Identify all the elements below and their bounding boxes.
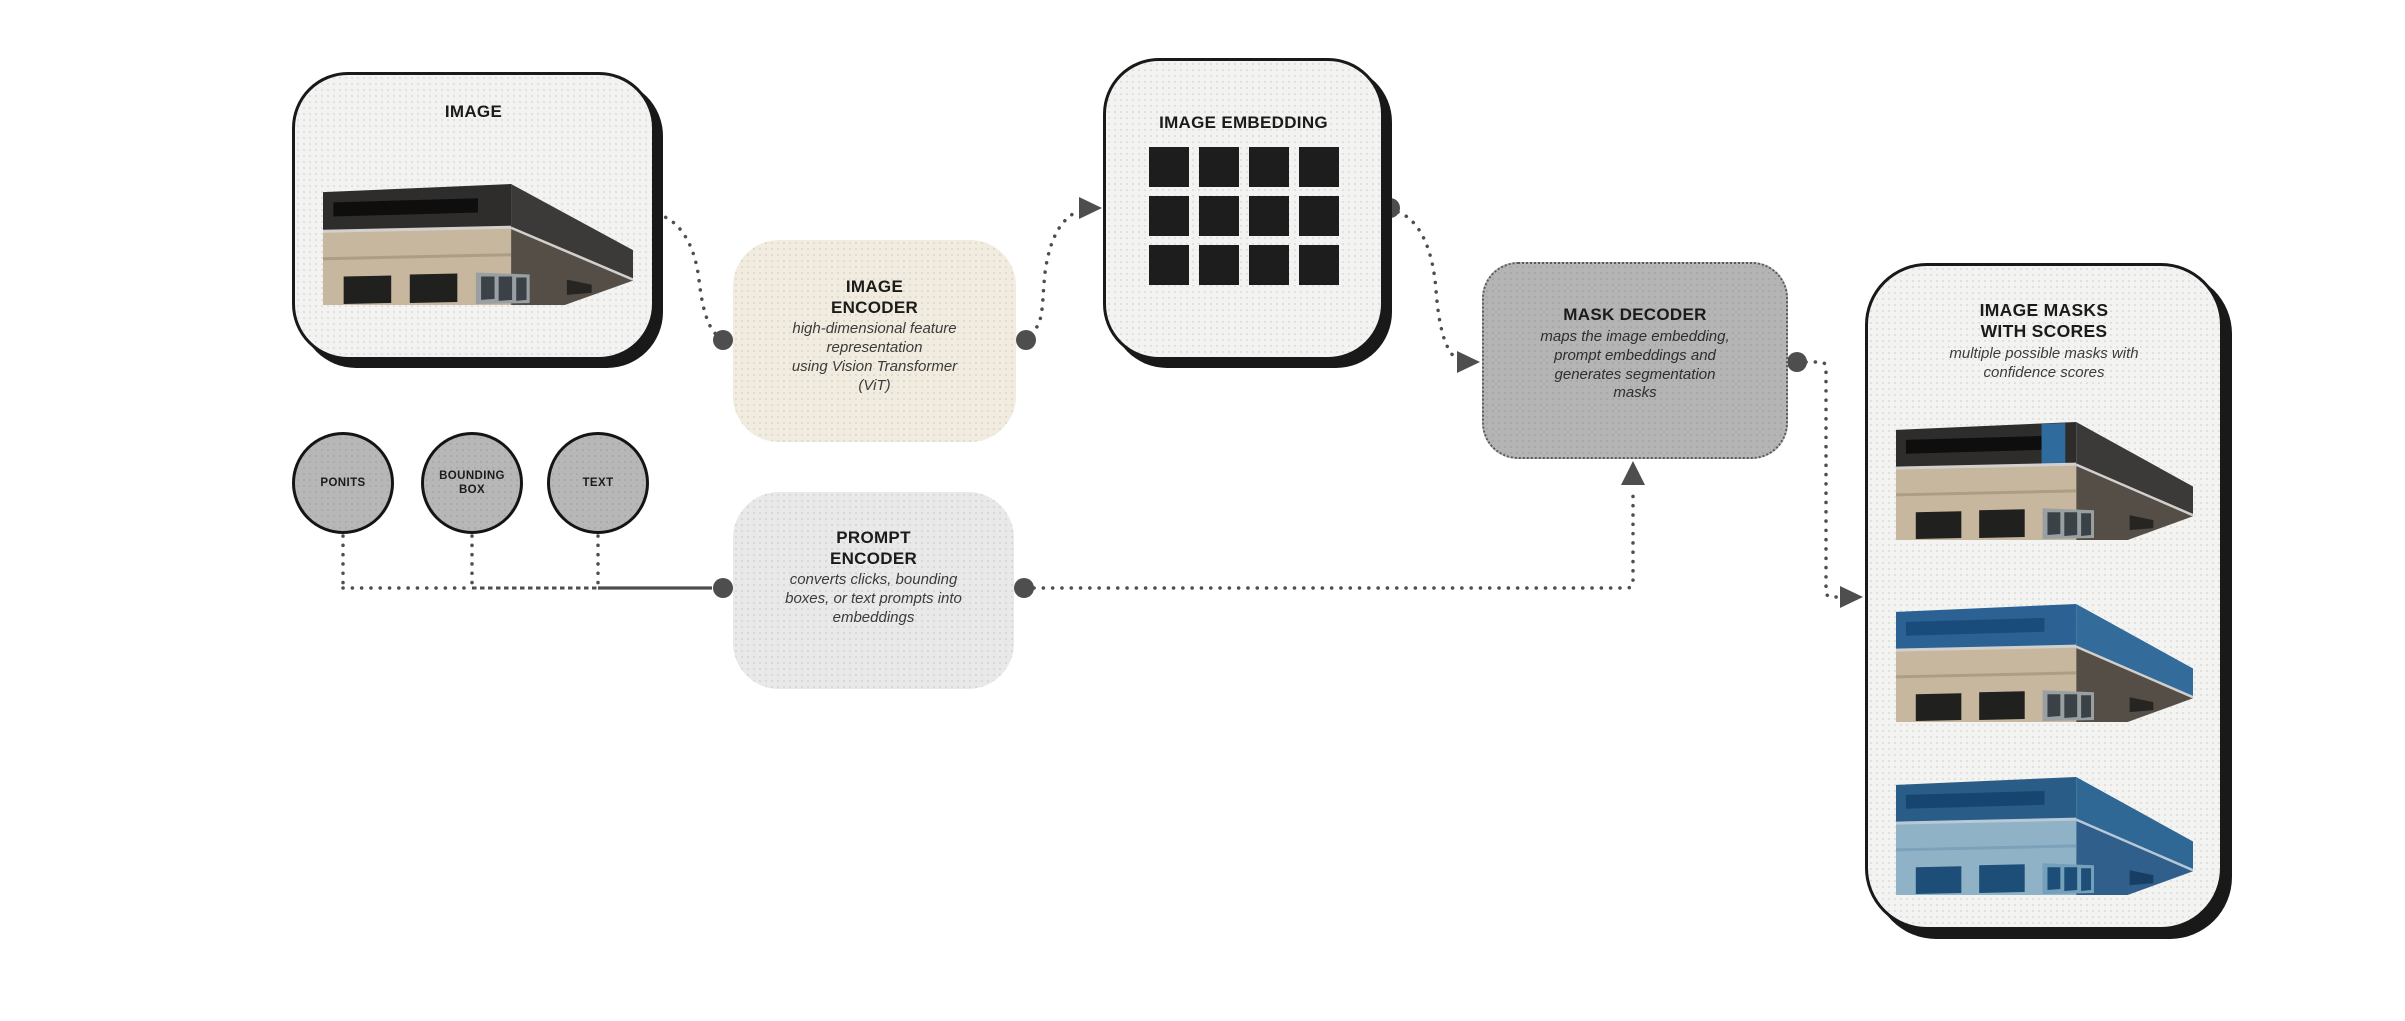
connector-dot: [1014, 578, 1034, 598]
prompt-circle-points: PONITS: [292, 432, 394, 534]
prompt-circle-points-label: PONITS: [320, 476, 366, 489]
embedding-grid-cell: [1248, 146, 1289, 187]
arrowhead-into-decoder-left: [1457, 351, 1480, 373]
edge-prompt-encoder-to-decoder: [1032, 490, 1635, 590]
image-masks-desc: multiple possible masks with confidence …: [1949, 344, 2139, 381]
image-embedding-node: IMAGE EMBEDDING: [1103, 58, 1384, 360]
connector-dot: [713, 330, 733, 350]
embedding-grid-cell: [1298, 244, 1339, 285]
edge-image-to-encoder: [655, 212, 720, 338]
edge-embedding-to-decoder: [1396, 210, 1460, 362]
prompt-encoder-desc: converts clicks, bounding boxes, or text…: [785, 571, 962, 627]
image-encoder-node: IMAGE ENCODER high-dimensional feature r…: [733, 240, 1016, 442]
arrowhead-into-masks: [1840, 586, 1863, 608]
embedding-grid-cell: [1148, 244, 1189, 285]
image-node: IMAGE: [292, 72, 655, 360]
embedding-grid-cell: [1248, 195, 1289, 236]
building-photo-icon: [323, 183, 633, 305]
prompt-circle-bounding-box-label: BOUNDING BOX: [439, 469, 505, 496]
image-node-title: IMAGE: [444, 102, 503, 121]
mask-decoder-title: MASK DECODER: [1563, 305, 1707, 324]
edge-decoder-to-masks: [1804, 360, 1843, 599]
embedding-grid-cell: [1148, 146, 1189, 187]
image-masks-title: IMAGE MASKS WITH SCORES: [1979, 300, 2109, 342]
prompt-circle-text: TEXT: [547, 432, 649, 534]
embedding-grid-cell: [1298, 195, 1339, 236]
embedding-grid-cell: [1298, 146, 1339, 187]
mask-result-2-icon: [1896, 603, 2193, 722]
prompt-circle-bounding-box: BOUNDING BOX: [421, 432, 523, 534]
embedding-grid-cell: [1198, 244, 1239, 285]
embedding-grid-cell: [1198, 195, 1239, 236]
embedding-grid-icon: [1106, 146, 1381, 285]
image-masks-node: IMAGE MASKS WITH SCORES multiple possibl…: [1865, 263, 2223, 930]
arrowhead-into-embedding: [1079, 197, 1102, 219]
mask-result-3-icon: [1896, 776, 2193, 895]
prompt-encoder-node: PROMPT ENCODER converts clicks, bounding…: [733, 492, 1014, 689]
arrowhead-into-decoder-bottom: [1621, 461, 1645, 485]
embedding-grid-cell: [1248, 244, 1289, 285]
connector-dot: [1016, 330, 1036, 350]
mask-decoder-node: MASK DECODER maps the image embedding, p…: [1482, 262, 1788, 459]
embedding-grid-cell: [1148, 195, 1189, 236]
embedding-grid-cell: [1198, 146, 1239, 187]
prompt-encoder-title: PROMPT ENCODER: [829, 528, 918, 568]
image-encoder-title: IMAGE ENCODER: [830, 277, 919, 317]
prompt-circle-text-label: TEXT: [582, 476, 614, 489]
edge-encoder-to-embedding: [1028, 210, 1078, 335]
image-encoder-desc: high-dimensional feature representation …: [791, 320, 958, 395]
mask-result-1-icon: [1896, 421, 2193, 540]
image-embedding-title: IMAGE EMBEDDING: [1159, 113, 1328, 132]
mask-decoder-desc: maps the image embedding, prompt embeddi…: [1540, 327, 1730, 402]
connector-dot: [713, 578, 733, 598]
connector-dot: [1787, 352, 1807, 372]
